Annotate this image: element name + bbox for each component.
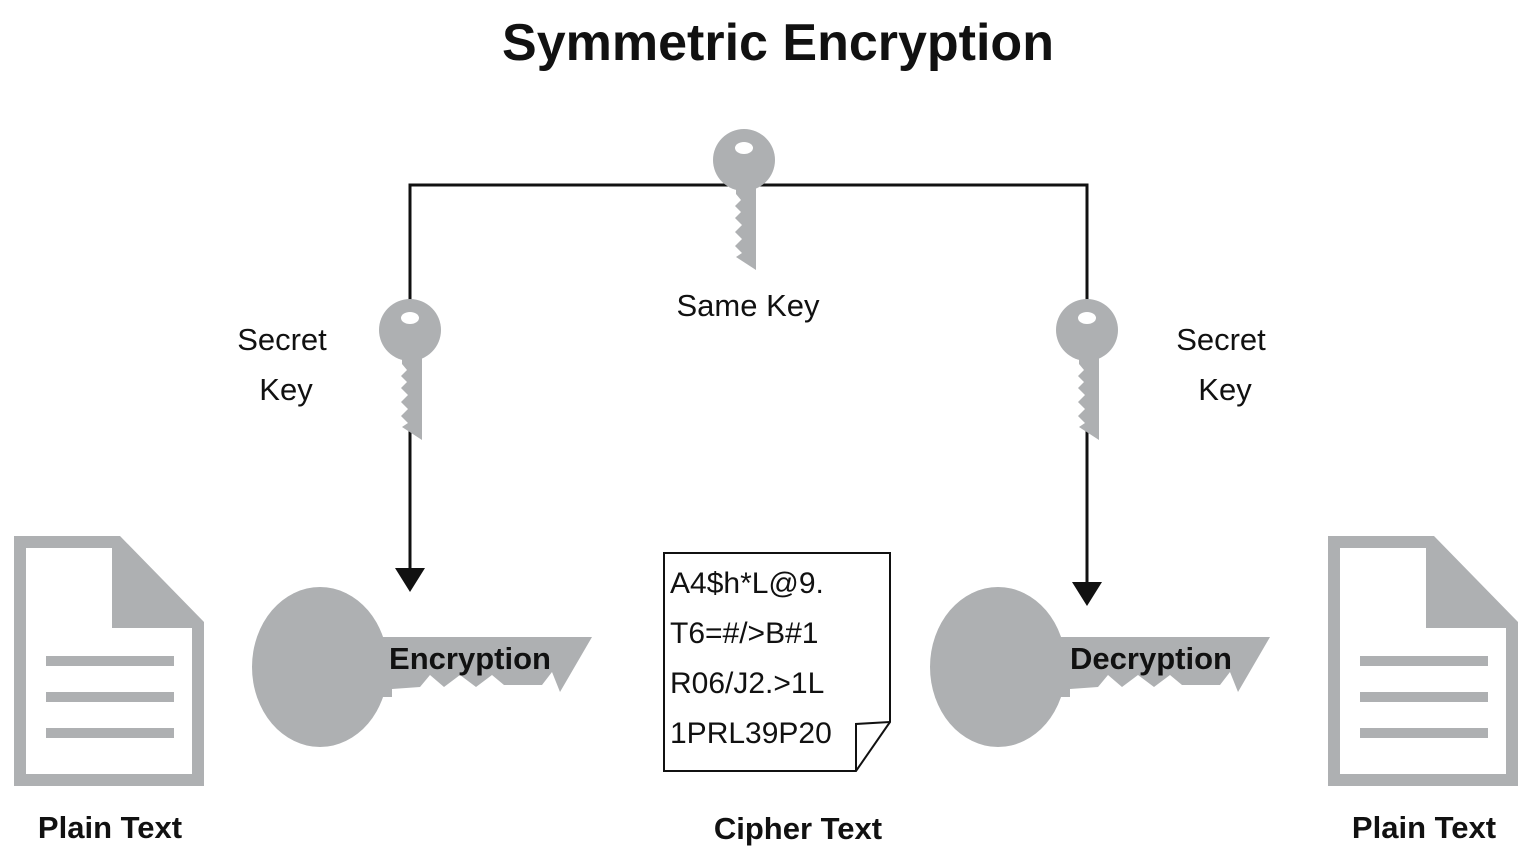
same-key-icon	[713, 129, 775, 270]
same-key-label: Same Key	[676, 288, 820, 323]
plain-text-left-label: Plain Text	[38, 810, 182, 845]
cipher-text-document: A4$h*L@9. T6=#/>B#1 R06/J2.>1L 1PRL39P20	[663, 552, 891, 772]
secret-key-right-icon	[1056, 299, 1118, 440]
secret-key-left-label-line2: Key	[259, 372, 313, 407]
secret-key-right-label-line2: Key	[1198, 372, 1252, 407]
plain-text-right-document-icon	[1328, 536, 1518, 786]
cipher-line: R06/J2.>1L	[670, 667, 824, 700]
plain-text-right-label: Plain Text	[1352, 810, 1496, 845]
cipher-line: T6=#/>B#1	[670, 617, 818, 650]
diagram-title: Symmetric Encryption	[502, 14, 1054, 72]
secret-key-left-icon	[379, 299, 441, 440]
cipher-text-label: Cipher Text	[714, 811, 882, 846]
encryption-label: Encryption	[389, 641, 551, 676]
arrow-down-icon	[1072, 582, 1102, 606]
plain-text-left-document-icon	[14, 536, 204, 786]
arrow-down-icon	[395, 568, 425, 592]
secret-key-left-label-line1: Secret	[237, 322, 327, 357]
decryption-label: Decryption	[1070, 641, 1232, 676]
secret-key-right-label-line1: Secret	[1176, 322, 1266, 357]
cipher-line: 1PRL39P20	[670, 717, 832, 750]
cipher-line: A4$h*L@9.	[670, 567, 824, 600]
